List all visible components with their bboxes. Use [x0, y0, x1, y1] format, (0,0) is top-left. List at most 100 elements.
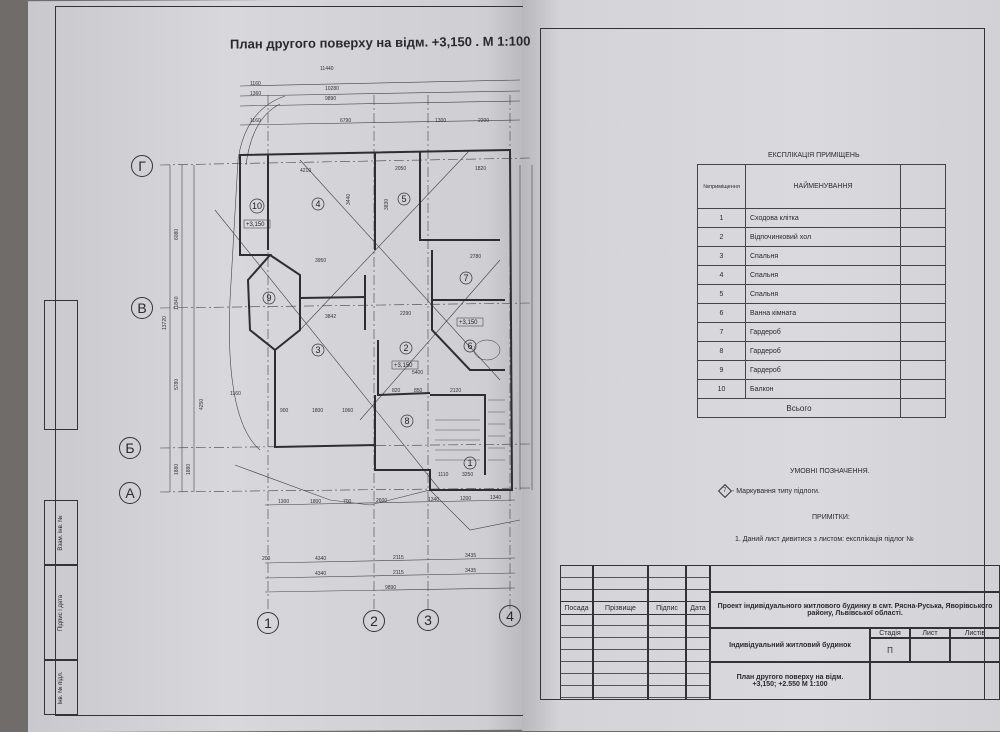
- room-table-total-row: Всього: [697, 398, 946, 418]
- room-area: [900, 341, 946, 361]
- room-name: Ванна кімната: [745, 303, 901, 323]
- svg-text:2115: 2115: [393, 570, 404, 576]
- title-block-col-3: [648, 565, 686, 700]
- room-table-title: ЕКСПЛІКАЦІЯ ПРИМІЩЕНЬ: [768, 152, 860, 159]
- svg-text:4340: 4340: [315, 556, 326, 562]
- sheet-label: Лист: [910, 628, 950, 638]
- room-name: Гардероб: [745, 322, 901, 342]
- svg-text:4210: 4210: [300, 168, 311, 174]
- svg-text:1300: 1300: [278, 499, 289, 505]
- title-block-col-1: [560, 565, 593, 700]
- svg-text:2200: 2200: [478, 118, 489, 124]
- room-number: 8: [697, 341, 746, 361]
- svg-text:9890: 9890: [325, 96, 336, 102]
- room-name: Гардероб: [745, 341, 901, 361]
- svg-text:1300: 1300: [435, 118, 446, 124]
- axis-marker-2: 2: [363, 610, 385, 632]
- room-number: 5: [697, 284, 746, 304]
- svg-text:10: 10: [252, 201, 262, 211]
- sheets-label: Листів: [950, 628, 1000, 638]
- stairs: [435, 339, 505, 461]
- room-name: Гардероб: [745, 360, 901, 380]
- col-label-date: Дата: [686, 601, 710, 615]
- svg-text:3435: 3435: [465, 568, 476, 574]
- level-marks: +3,150 +3,150 +3,150: [243, 219, 484, 370]
- svg-text:1880: 1880: [186, 464, 192, 475]
- svg-text:4: 4: [315, 199, 320, 209]
- note-item: 1. Даний лист дивитися з листом: експлік…: [735, 536, 914, 543]
- room-name: Спальня: [745, 246, 901, 266]
- svg-text:3435: 3435: [465, 553, 476, 559]
- left-sheet-frame: [55, 6, 523, 716]
- sheet-value: [910, 638, 950, 662]
- svg-text:+3,150: +3,150: [246, 222, 265, 228]
- svg-text:1110: 1110: [438, 472, 449, 478]
- col-label-surname: Прізвище: [593, 601, 648, 615]
- svg-text:3: 3: [315, 345, 320, 355]
- svg-text:6790: 6790: [340, 118, 351, 124]
- margin-stamp-blank: [44, 300, 78, 430]
- svg-text:1200: 1200: [460, 496, 471, 502]
- svg-text:6: 6: [467, 341, 472, 351]
- svg-text:1160: 1160: [230, 391, 241, 397]
- svg-text:6080: 6080: [174, 229, 180, 240]
- legend-item: 7 - Маркування типу підлоги.: [717, 483, 820, 499]
- svg-text:1800: 1800: [312, 408, 323, 414]
- svg-text:11440: 11440: [320, 66, 334, 72]
- axis-marker-1: 1: [257, 612, 279, 634]
- room-area: [900, 379, 946, 399]
- svg-text:13720: 13720: [162, 316, 168, 330]
- margin-stamp-inventory: Інв. № підл.: [44, 660, 78, 715]
- svg-text:1880: 1880: [174, 464, 180, 475]
- svg-text:2120: 2120: [450, 388, 461, 394]
- room-number: 1: [697, 208, 746, 228]
- room-name: Сходова клітка: [745, 208, 901, 228]
- svg-text:1360: 1360: [250, 91, 261, 97]
- svg-text:7: 7: [463, 273, 468, 283]
- margin-stamp-signature: Підпис і дата: [44, 565, 78, 660]
- room-number: 10: [697, 379, 746, 399]
- svg-text:1340: 1340: [428, 497, 439, 503]
- room-number: 6: [697, 303, 746, 323]
- svg-text:2: 2: [403, 343, 408, 353]
- sheet-title: План другого поверху на відм. +3,150; +2…: [710, 662, 870, 700]
- svg-text:8: 8: [404, 416, 409, 426]
- walls: [239, 148, 514, 491]
- sheets-value: [950, 638, 1000, 662]
- room-area: [900, 284, 946, 304]
- margin-stamp-replaced: Взам. інв. №: [44, 500, 78, 565]
- title-block-col-4: [686, 565, 710, 700]
- legend-title: УМОВНІ ПОЗНАЧЕННЯ.: [790, 468, 870, 475]
- svg-text:1160: 1160: [250, 118, 261, 124]
- room-area: [900, 227, 946, 247]
- object-name: Індивідуальний житловий будинок: [710, 628, 870, 662]
- svg-text:1160: 1160: [250, 81, 261, 87]
- svg-text:5780: 5780: [174, 379, 180, 390]
- svg-text:4250: 4250: [199, 399, 205, 410]
- svg-text:1: 1: [467, 458, 472, 468]
- room-name: Спальня: [745, 265, 901, 285]
- project-name: Проект індивідуального житлового будинку…: [710, 592, 1000, 628]
- room-number: 3: [697, 246, 746, 266]
- room-area: [900, 360, 946, 380]
- svg-text:900: 900: [280, 408, 289, 414]
- svg-text:3842: 3842: [325, 314, 336, 320]
- floor-plan: 11440 10280 9890 1160 1360 1160 6790 130…: [159, 66, 533, 610]
- svg-text:1800: 1800: [310, 499, 321, 505]
- svg-text:1820: 1820: [475, 166, 486, 172]
- title-block-col-2: [593, 565, 648, 700]
- svg-text:3950: 3950: [315, 258, 326, 264]
- svg-text:3250: 3250: [462, 472, 473, 478]
- title-block-logo-cell: [870, 662, 1000, 700]
- room-area: [900, 303, 946, 323]
- room-number: 4: [697, 265, 746, 285]
- floor-type-marker-icon: 7: [717, 483, 733, 499]
- stage-label: Стадія: [870, 628, 910, 638]
- room-area: [900, 322, 946, 342]
- grid-lines: [159, 79, 533, 610]
